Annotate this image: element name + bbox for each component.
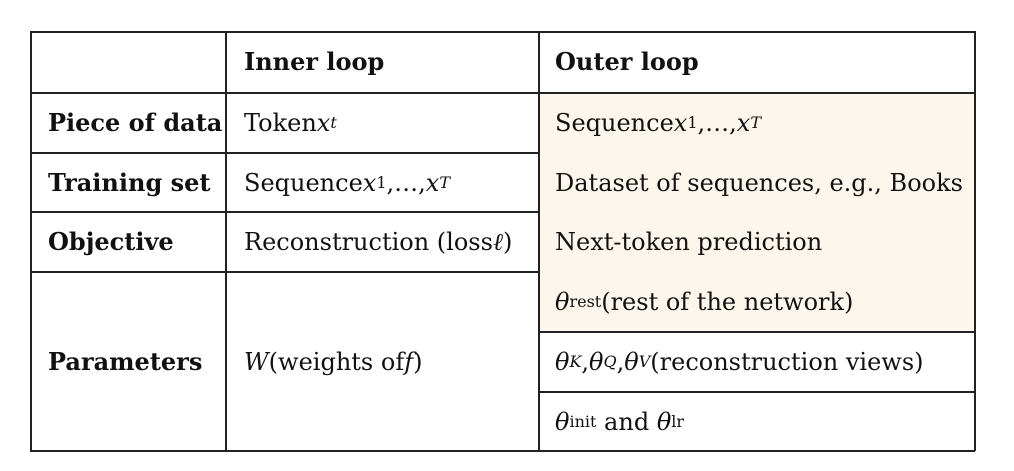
math-var: x — [425, 168, 440, 197]
row-rule — [30, 271, 539, 273]
header-inner-text: Inner loop — [244, 47, 385, 76]
cell-text: ) — [502, 228, 513, 256]
table-bottom-border — [30, 450, 975, 452]
row-label-text: Training set — [48, 167, 211, 197]
row-label-text: Objective — [48, 227, 174, 256]
math-var: W — [244, 347, 269, 376]
math-sep: , — [616, 348, 625, 376]
math-var: ℓ — [492, 228, 503, 256]
math-sep: ,…, — [697, 109, 737, 137]
math-var: x — [673, 109, 688, 137]
inner-objective: Reconstruction (loss ℓ) — [244, 212, 512, 272]
row-label-objective: Objective — [48, 212, 174, 272]
cell-text: and — [596, 407, 657, 436]
cell-text: Reconstruction (loss — [244, 228, 493, 256]
table-top-border — [30, 31, 975, 33]
cell-text: (reconstruction views) — [650, 348, 924, 376]
math-var: θ — [555, 288, 570, 316]
cell-text: Sequence — [555, 109, 674, 137]
cell-text: (rest of the network) — [601, 288, 854, 316]
row-label-piece-of-data: Piece of data — [48, 93, 222, 153]
math-sub: init — [569, 411, 597, 431]
header-inner-loop: Inner loop — [244, 31, 384, 93]
cell-text: ) — [413, 347, 423, 376]
row-label-text: Parameters — [48, 346, 203, 376]
row-label-parameters: Parameters — [48, 272, 202, 451]
cell-text: (weights of — [268, 347, 405, 376]
math-var: θ — [589, 348, 604, 376]
row-rule — [539, 391, 975, 393]
math-sub: 1 — [376, 172, 387, 192]
math-sep: , — [581, 348, 590, 376]
comparison-table: Inner loop Outer loop Piece of data Toke… — [30, 31, 976, 452]
outer-training-set: Dataset of sequences, e.g., Books — [555, 153, 963, 212]
row-rule — [30, 211, 539, 213]
math-sub: K — [569, 352, 582, 371]
math-var: x — [316, 109, 331, 137]
math-sub: lr — [671, 411, 685, 431]
col-rule — [538, 31, 540, 451]
col-rule — [225, 31, 227, 451]
math-sub: T — [750, 113, 761, 132]
math-var: x — [362, 168, 377, 197]
math-var: θ — [656, 407, 672, 436]
row-rule — [30, 152, 539, 154]
cell-text: Sequence — [244, 168, 363, 197]
math-var: θ — [624, 348, 639, 376]
table-left-border — [30, 31, 32, 451]
math-sub: V — [638, 352, 651, 371]
header-rule — [30, 92, 975, 94]
cell-text: Next-token prediction — [555, 228, 823, 256]
math-var: θ — [555, 407, 570, 436]
outer-loop-highlight — [539, 93, 976, 332]
math-sub: T — [439, 172, 450, 192]
header-outer-text: Outer loop — [555, 47, 699, 76]
outer-objective: Next-token prediction — [555, 212, 822, 272]
row-label-text: Piece of data — [48, 108, 223, 137]
cell-text: Token — [244, 109, 317, 137]
inner-parameters: W (weights of f) — [244, 272, 422, 451]
cell-text: Dataset of sequences, e.g., Books — [555, 168, 963, 197]
table-right-border — [974, 31, 976, 451]
math-var: x — [736, 109, 751, 137]
row-rule — [539, 331, 975, 333]
math-sep: ,…, — [386, 168, 426, 197]
math-var: f — [404, 347, 414, 376]
math-sub: 1 — [687, 113, 698, 132]
math-sub: t — [330, 113, 337, 132]
math-var: θ — [555, 348, 570, 376]
header-outer-loop: Outer loop — [555, 31, 699, 93]
math-sub: rest — [569, 292, 602, 311]
row-label-training-set: Training set — [48, 153, 210, 212]
math-sub: Q — [603, 352, 617, 371]
